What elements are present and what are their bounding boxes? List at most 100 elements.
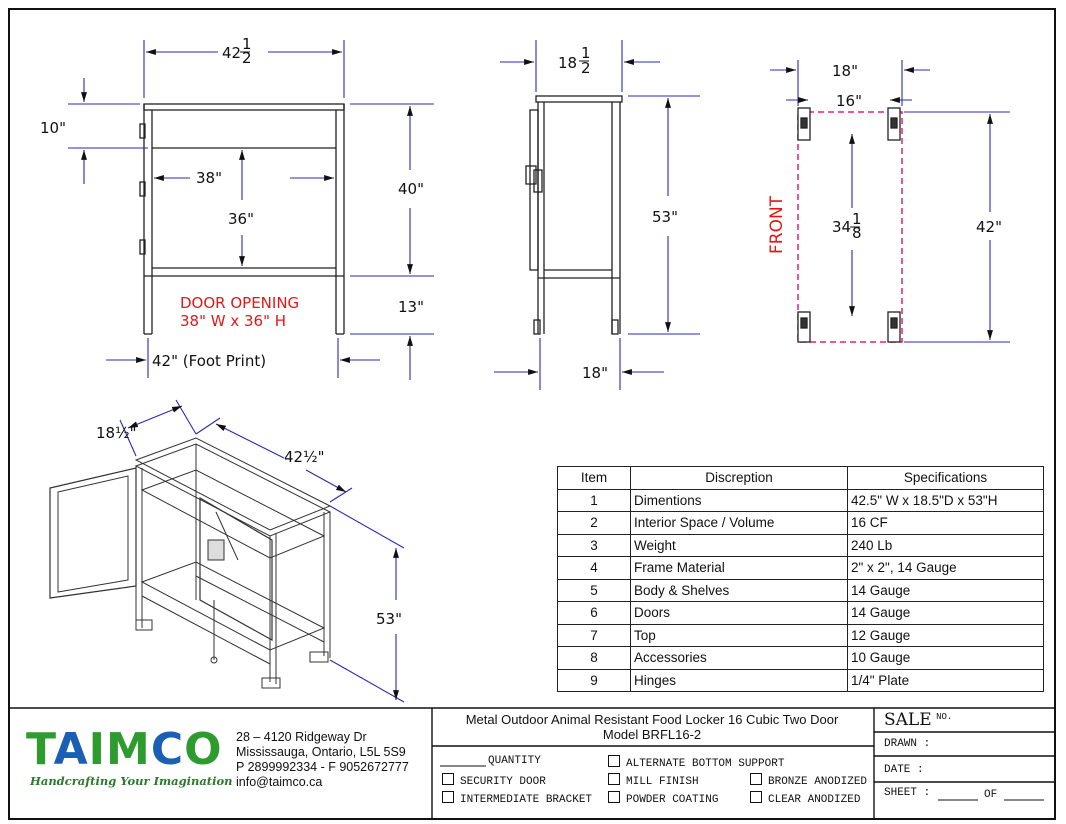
- checkbox[interactable]: [442, 773, 454, 785]
- opening-width-label: 38": [196, 169, 222, 187]
- specification-cell: 42.5" W x 18.5"D x 53"H: [847, 488, 1044, 512]
- checkbox[interactable]: [608, 773, 620, 785]
- description-cell: Accessories: [630, 646, 848, 670]
- title-line-2: Model BRFL16-2: [602, 727, 702, 742]
- description-cell: Top: [630, 623, 848, 647]
- specification-cell: 240 Lb: [847, 533, 1044, 557]
- drawing-title: Metal Outdoor Animal Resistant Food Lock…: [432, 712, 872, 742]
- description-cell: Hinges: [630, 668, 848, 692]
- depth-top-fraction-den: 2: [581, 59, 591, 77]
- door-opening-title: DOOR OPENING: [180, 294, 299, 312]
- item-cell: 2: [557, 511, 631, 535]
- door-opening-size: 38" W x 36" H: [180, 312, 286, 330]
- description-cell: Weight: [630, 533, 848, 557]
- checkbox[interactable]: [608, 755, 620, 767]
- footprint-label: 42" (Foot Print): [152, 352, 266, 370]
- front-label: FRONT: [767, 195, 787, 254]
- side-height-label: 53": [652, 208, 678, 226]
- plan-inner-length-frac-num: 1: [852, 210, 862, 228]
- plan-outer-width-label: 18": [832, 62, 858, 80]
- address-line-1: 28 – 4120 Ridgeway Dr: [236, 730, 367, 744]
- checkbox[interactable]: [750, 773, 762, 785]
- specification-cell: 12 Gauge: [847, 623, 1044, 647]
- drawing-sheet: [8, 8, 1056, 820]
- isometric-labels: 18½" 42½" 53": [96, 424, 402, 628]
- side-view: [525, 95, 623, 335]
- table-header-row: Item Discreption Specifications: [557, 466, 1044, 490]
- description-cell: Body & Shelves: [630, 578, 848, 602]
- plan-inner-width-label: 16": [836, 92, 862, 110]
- width-top-label: 42: [222, 44, 241, 62]
- option-clear-anodized[interactable]: CLEAR ANODIZED: [750, 791, 860, 806]
- sheet-label: SHEET :: [884, 787, 931, 799]
- specification-cell: 16 CF: [847, 511, 1044, 535]
- option-powder-coating[interactable]: POWDER COATING: [608, 791, 718, 806]
- plan-view-labels: 18" 16" FRONT 34 1 8 42": [767, 62, 1002, 254]
- item-cell: 3: [557, 533, 631, 557]
- isometric-view: [49, 437, 332, 689]
- description-cell: Interior Space / Volume: [630, 511, 848, 535]
- item-cell: 4: [557, 556, 631, 580]
- company-logo: TAIMCO Handcrafting Your Imagination: [26, 728, 233, 792]
- front-view: [139, 103, 345, 335]
- title-line-1: Metal Outdoor Animal Resistant Food Lock…: [465, 712, 839, 727]
- specification-cell: 10 Gauge: [847, 646, 1044, 670]
- option-bronze-anodized[interactable]: BRONZE ANODIZED: [750, 773, 867, 788]
- option-mill-finish[interactable]: MILL FINISH: [608, 773, 699, 788]
- iso-depth-label: 18½": [96, 424, 137, 442]
- quantity-label: QUANTITY: [488, 755, 541, 767]
- email: info@taimco.ca: [236, 775, 323, 789]
- front-view-dimensions: [68, 40, 434, 380]
- option-security-door[interactable]: SECURITY DOOR: [442, 773, 546, 788]
- width-top-fraction-den: 2: [242, 49, 252, 67]
- item-cell: 5: [557, 578, 631, 602]
- depth-bottom-label: 18": [582, 364, 608, 382]
- of-label: OF: [984, 789, 998, 801]
- specification-cell: 14 Gauge: [847, 601, 1044, 625]
- plan-outer-length-label: 42": [976, 218, 1002, 236]
- item-cell: 9: [557, 668, 631, 692]
- logo-wordmark: TAIMCO: [26, 724, 223, 775]
- checkbox[interactable]: [608, 791, 620, 803]
- depth-top-fraction-num: 1: [581, 44, 591, 62]
- header-description: Discreption: [630, 466, 848, 490]
- option-alternate-bottom-support[interactable]: ALTERNATE BOTTOM SUPPORT: [608, 755, 784, 770]
- side-view-dimensions: [494, 40, 700, 390]
- description-cell: Dimentions: [630, 488, 848, 512]
- title-block-lines: [8, 707, 1056, 820]
- option-intermediate-bracket[interactable]: INTERMEDIATE BRACKET: [442, 791, 592, 806]
- specification-cell: 14 Gauge: [847, 578, 1044, 602]
- specification-cell: 1/4" Plate: [847, 668, 1044, 692]
- front-view-labels: 42 1 2 10" 38" 36" 40" 13" DOOR OPENING …: [40, 35, 424, 370]
- item-cell: 8: [557, 646, 631, 670]
- iso-width-label: 42½": [284, 448, 325, 466]
- plan-view-dimensions: [770, 60, 1010, 343]
- plan-inner-length-frac-den: 8: [852, 224, 862, 242]
- item-cell: 1: [557, 488, 631, 512]
- leg-height-label: 13": [398, 298, 424, 316]
- date-label: DATE :: [884, 764, 924, 776]
- checkbox[interactable]: [750, 791, 762, 803]
- iso-height-label: 53": [376, 610, 402, 628]
- item-cell: 6: [557, 601, 631, 625]
- checkbox[interactable]: [442, 791, 454, 803]
- width-top-fraction-num: 1: [242, 35, 252, 53]
- specification-cell: 2" x 2", 14 Gauge: [847, 556, 1044, 580]
- address-line-2: Mississauga, Ontario, L5L 5S9: [236, 745, 406, 759]
- isometric-dimensions: [119, 399, 405, 703]
- logo-tagline: Handcrafting Your Imagination: [30, 774, 233, 788]
- header-item: Item: [557, 466, 631, 490]
- company-address: 28 – 4120 Ridgeway Dr Mississauga, Ontar…: [236, 730, 409, 790]
- drawn-label: DRAWN :: [884, 738, 931, 750]
- description-cell: Frame Material: [630, 556, 848, 580]
